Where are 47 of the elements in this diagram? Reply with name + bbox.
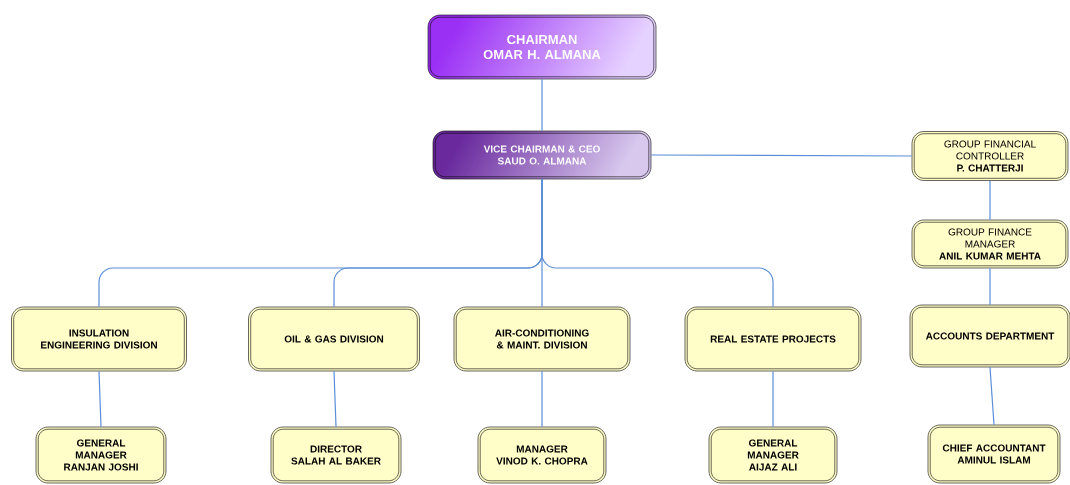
- connector-line: [989, 180, 991, 221]
- name-text: AMINUL ISLAM: [957, 456, 1030, 464]
- title-text: AIR-CONDITIONING & MAINT. DIVISION: [495, 329, 589, 349]
- org-box: [248, 306, 420, 372]
- name-text: VINOD K. CHOPRA: [496, 457, 588, 465]
- name-text: AIJAZ ALI: [749, 463, 797, 471]
- name-text: RANJAN JOSHI: [64, 463, 138, 471]
- title-text: OIL & GAS DIVISION: [284, 335, 384, 343]
- title-text: GENERAL MANAGER: [747, 439, 799, 459]
- org-box: [684, 306, 862, 372]
- title-text: REAL ESTATE PROJECTS: [710, 335, 836, 343]
- connector-line: [772, 370, 774, 428]
- org-box: [927, 424, 1061, 484]
- name-text: ANIL KUMAR MEHTA: [939, 252, 1041, 260]
- title-text: GROUP FINANCE MANAGER: [948, 228, 1032, 248]
- org-box: [708, 426, 838, 484]
- connector-line: [541, 370, 543, 428]
- connector-line: [541, 78, 543, 132]
- title-text: CHIEF ACCOUNTANT: [942, 444, 1046, 452]
- connector-line: [98, 370, 102, 428]
- name-text: SALAH AL BAKER: [291, 457, 381, 465]
- org-box: [35, 426, 167, 484]
- connector-line: [541, 178, 774, 308]
- connector-line: [989, 267, 991, 306]
- title-text: GENERAL MANAGER: [75, 439, 127, 459]
- name-text: SAUD O. ALMANA: [497, 157, 587, 165]
- org-box: [911, 219, 1069, 269]
- name-text: OMAR H. ALMANA: [483, 49, 601, 60]
- title-text: ACCOUNTS DEPARTMENT: [925, 332, 1055, 340]
- connector-line: [333, 370, 337, 428]
- title-text: INSULATION ENGINEERING DIVISION: [41, 329, 157, 349]
- org-box: [477, 426, 607, 484]
- org-box: [427, 14, 657, 80]
- org-box: [909, 304, 1070, 368]
- connector-line: [989, 366, 995, 426]
- title-text: CHAIRMAN: [507, 34, 577, 45]
- org-box: [432, 130, 652, 180]
- connector-line: [650, 154, 913, 157]
- title-text: DIRECTOR: [310, 445, 362, 453]
- name-text: P. CHATTERJI: [957, 164, 1023, 172]
- title-text: VICE CHAIRMAN & CEO: [483, 145, 600, 153]
- org-box: [270, 426, 402, 484]
- org-box: [11, 306, 187, 372]
- org-box: [911, 131, 1069, 181]
- title-text: MANAGER: [516, 445, 568, 453]
- title-text: GROUP FINANCIAL CONTROLLER: [944, 140, 1036, 160]
- org-box: [453, 306, 631, 372]
